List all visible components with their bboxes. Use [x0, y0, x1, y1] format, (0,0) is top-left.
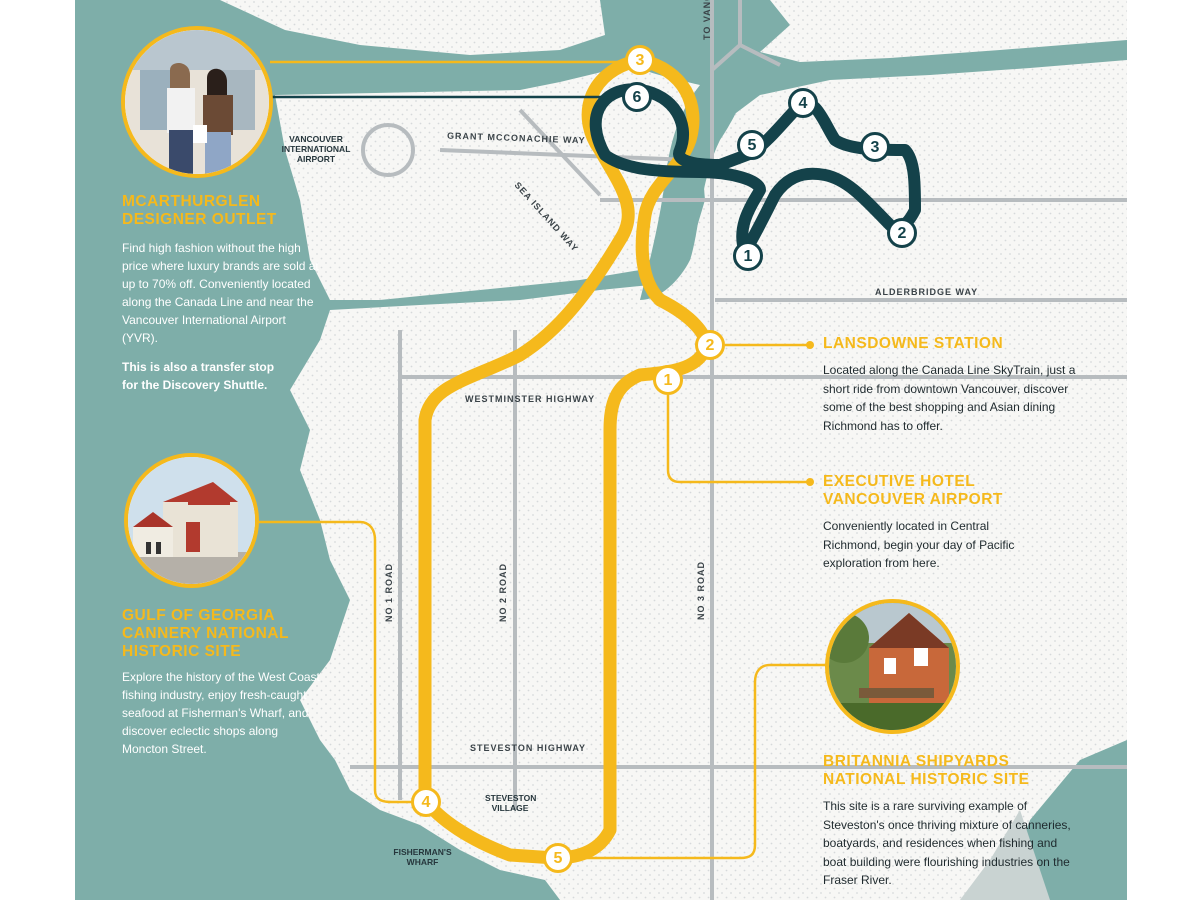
left-border	[0, 0, 75, 900]
mcarthurglen-body: Find high fashion without the high price…	[122, 241, 319, 345]
right-border	[1127, 0, 1200, 900]
leader-lines	[258, 60, 830, 860]
yellow-stop-2[interactable]: 2	[695, 330, 725, 360]
gulf-of-georgia-title: GULF OF GEORGIA CANNERY NATIONAL HISTORI…	[122, 607, 289, 660]
road-sea-island	[518, 108, 602, 197]
yellow-stop-4[interactable]: 4	[411, 787, 441, 817]
land-sea-island-dots	[275, 58, 720, 300]
road-north-diagonal-2	[739, 43, 781, 67]
yellow-route-east-loop	[548, 53, 713, 865]
road-label-no2: NO 2 ROAD	[498, 562, 508, 622]
area-label-airport: VANCOUVER INTERNATIONAL AIRPORT	[281, 134, 351, 164]
executive-hotel-body: Conveniently located in Central Richmond…	[823, 519, 1015, 570]
dark-stop-6[interactable]: 6	[622, 82, 652, 112]
lansdowne-title: LANSDOWNE STATION	[823, 335, 1004, 352]
road-label-alderbridge: ALDERBRIDGE WAY	[875, 287, 979, 297]
yellow-stop-3[interactable]: 3	[625, 45, 655, 75]
road-label-westminster: WESTMINSTER HIGHWAY	[465, 394, 596, 404]
lansdowne-body: Located along the Canada Line SkyTrain, …	[823, 363, 1076, 433]
area-label-steveston-village: STEVESTON VILLAGE	[485, 793, 537, 813]
yellow-stop-5[interactable]: 5	[543, 843, 573, 873]
britannia-title: BRITANNIA SHIPYARDS NATIONAL HISTORIC SI…	[823, 753, 1030, 788]
shoppers-photo	[121, 26, 273, 178]
area-label-fishermans-wharf: FISHERMAN'S WHARF	[393, 847, 452, 867]
dark-route-loop	[589, 83, 921, 258]
gulf-of-georgia-body: Explore the history of the West Coast fi…	[122, 670, 320, 756]
leader-britannia	[575, 663, 830, 860]
shipyard-house-photo-art	[829, 603, 956, 730]
leader-dot-lansdowne	[806, 341, 814, 349]
river-shading	[960, 810, 1050, 900]
leader-dot-executive	[806, 478, 814, 486]
airport-loop-road	[361, 123, 415, 177]
dark-route	[589, 83, 921, 258]
dark-stop-4[interactable]: 4	[788, 88, 818, 118]
leader-gulf-of-georgia	[258, 520, 412, 804]
land-north-shore-dots	[220, 0, 605, 55]
britannia-body: This site is a rare surviving example of…	[823, 799, 1071, 887]
road-label-steveston: STEVESTON HIGHWAY	[470, 743, 587, 753]
road-label-to-vancouver: TO VANC	[702, 0, 712, 40]
shoppers-photo-art	[125, 30, 269, 174]
mcarthurglen-note: This is also a transfer stop for the Dis…	[122, 360, 275, 392]
shipyard-house-photo	[825, 599, 960, 734]
road-label-no3: NO 3 ROAD	[696, 560, 706, 620]
mcarthurglen-title: MCARTHURGLEN DESIGNER OUTLET	[122, 193, 277, 228]
road-network	[350, 0, 1127, 900]
dark-stop-1[interactable]: 1	[733, 241, 763, 271]
road-north-diagonal	[710, 43, 742, 72]
dark-stop-5[interactable]: 5	[737, 130, 767, 160]
cannery-photo-art	[128, 457, 255, 584]
road-label-no1: NO 1 ROAD	[384, 562, 394, 622]
yellow-stop-1[interactable]: 1	[653, 365, 683, 395]
cannery-photo	[124, 453, 259, 588]
dark-stop-2[interactable]: 2	[887, 218, 917, 248]
land-north-east-dots	[760, 0, 1127, 62]
dark-stop-3[interactable]: 3	[860, 132, 890, 162]
leader-executive-hotel	[666, 395, 810, 484]
executive-hotel-title: EXECUTIVE HOTEL VANCOUVER AIRPORT	[823, 473, 1003, 508]
